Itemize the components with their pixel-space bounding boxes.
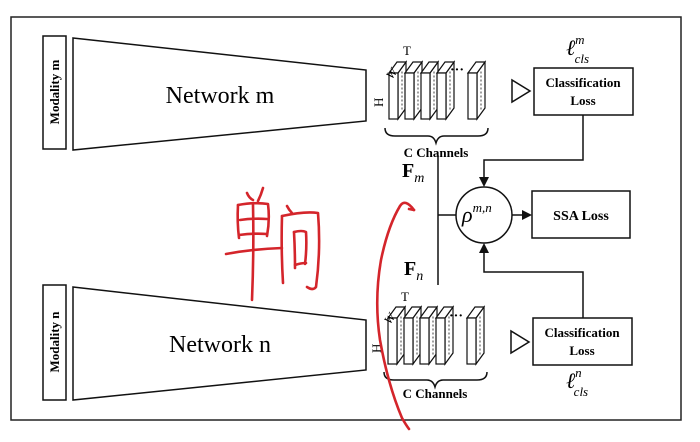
- feature-blocks-m: [387, 60, 487, 121]
- feature-label-n: Fn: [404, 258, 423, 284]
- feature-slice: [418, 305, 439, 366]
- arrow-triangle-n-icon: [510, 329, 531, 355]
- network-n-label: Network n: [169, 332, 271, 358]
- channels-label-m: C Channels: [404, 145, 469, 160]
- feature-slice: [435, 60, 456, 121]
- channel-dots-n: ···: [449, 309, 463, 324]
- dim-h-label-m: H: [371, 98, 386, 107]
- modality-m-box: [42, 35, 67, 150]
- handwritten-annotation: [224, 186, 416, 431]
- brace-m: [384, 127, 489, 146]
- feature-slice: [403, 60, 424, 121]
- feature-slice: [419, 60, 440, 121]
- network-m-trapezoid: [72, 37, 367, 151]
- ssa-loss-box: [531, 190, 631, 239]
- feature-slice: [402, 305, 423, 366]
- figure-frame: [10, 16, 682, 421]
- modality-n-box: [42, 284, 67, 401]
- classification-loss-line1-m: Classification: [545, 75, 621, 90]
- ssa-loss-label: SSA Loss: [553, 209, 609, 224]
- loss-n-to-rho-arrow: [479, 243, 584, 318]
- classification-loss-line2-m: Loss: [570, 93, 595, 108]
- channel-dots-m: ···: [450, 63, 464, 78]
- network-n-trapezoid: [72, 286, 367, 401]
- dim-t-label-m: T: [403, 43, 411, 58]
- classification-loss-box-m: [533, 67, 634, 116]
- arrow-triangle-m-icon: [511, 78, 532, 104]
- classification-loss-line1-n: Classification: [544, 325, 620, 340]
- feature-slice: [387, 60, 408, 121]
- feature-slice: [434, 305, 455, 366]
- loss-m-to-rho-arrow: [479, 115, 584, 187]
- network-m-label: Network m: [166, 83, 275, 109]
- feature-slice: [465, 305, 486, 366]
- feature-slice: [466, 60, 487, 121]
- dim-h-label-n: H: [369, 344, 384, 353]
- classification-loss-box-n: [532, 317, 633, 366]
- modality-n-label: Modality n: [47, 311, 62, 373]
- feature-label-m: Fm: [402, 160, 424, 186]
- channels-label-n: C Channels: [403, 386, 468, 401]
- classification-loss-line2-n: Loss: [569, 343, 594, 358]
- feature-blocks-n: [386, 305, 486, 366]
- rho-label: ρm,n: [461, 200, 492, 227]
- modality-m-label: Modality m: [47, 60, 62, 125]
- brace-n: [383, 371, 488, 390]
- dim-t-label-n: T: [401, 289, 409, 304]
